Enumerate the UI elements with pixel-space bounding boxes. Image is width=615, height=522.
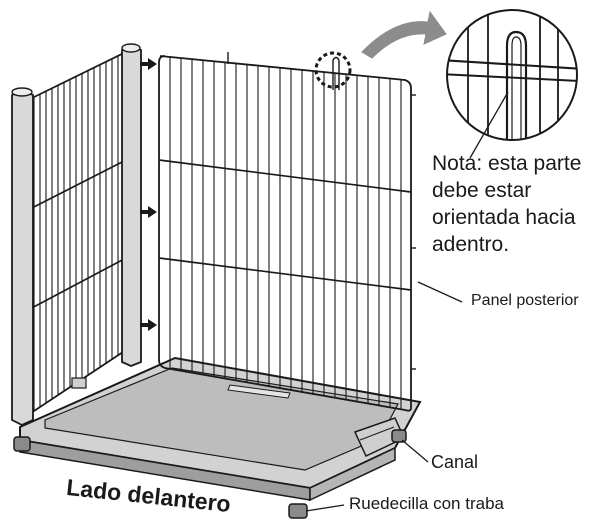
corner-posts (11, 43, 142, 426)
note-line-3: orientada hacia (432, 206, 576, 229)
note-line-1: Nota: esta parte (432, 152, 582, 175)
caster-label: Ruedecilla con traba (349, 494, 504, 513)
rear-panel-label: Panel posterior (471, 292, 579, 309)
detail-highlight-circle (314, 51, 352, 89)
orientation-note: Nota: esta parte debe estar orientada ha… (432, 150, 612, 258)
channel-label: Canal (431, 452, 479, 472)
leader-lines (305, 91, 509, 512)
note-line-4: adentro. (432, 233, 510, 256)
note-line-2: debe estar (432, 179, 532, 202)
curved-arrow (361, 10, 447, 59)
insertion-arrows (140, 58, 157, 331)
rear-wire-panel (158, 52, 416, 412)
side-wire-panel (27, 50, 127, 417)
magnified-detail (446, 9, 578, 141)
caster-wheels (13, 429, 407, 519)
